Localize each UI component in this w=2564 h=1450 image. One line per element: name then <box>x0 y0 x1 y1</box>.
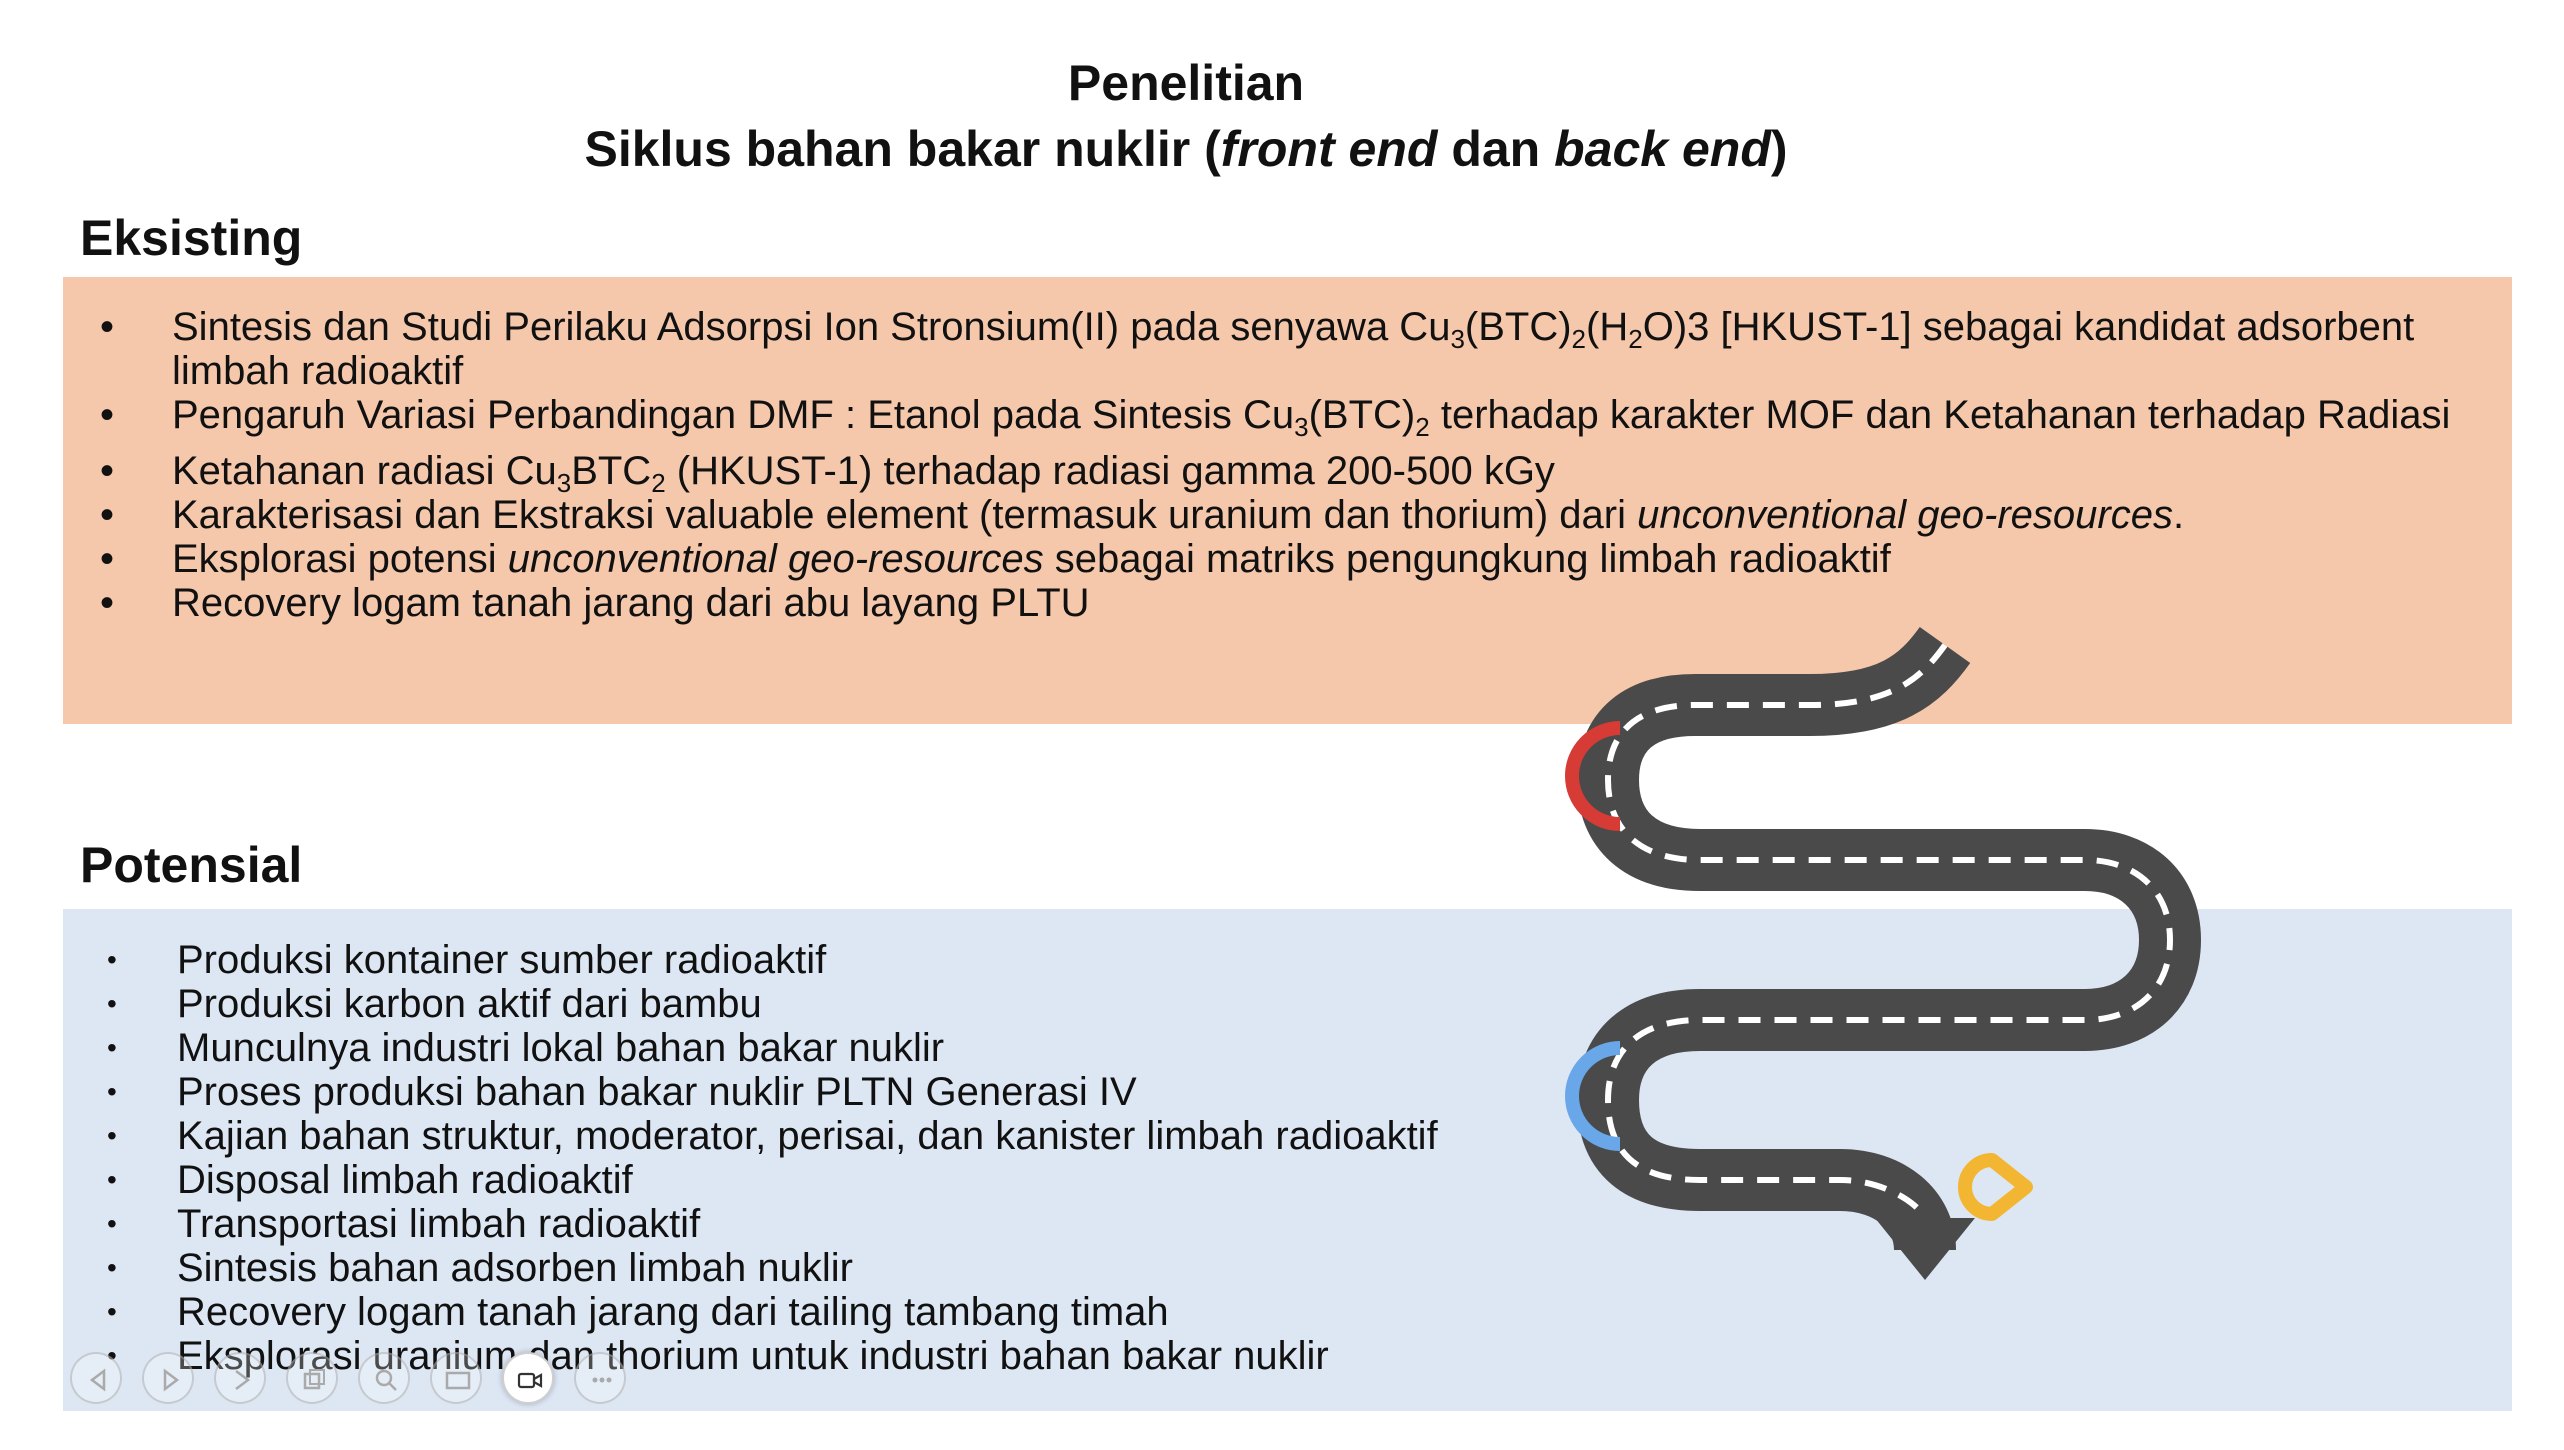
list-item: •Ketahanan radiasi Cu3BTC2 (HKUST-1) ter… <box>100 449 1555 498</box>
bullet-icon: • <box>107 1208 117 1239</box>
zoom-icon <box>375 1369 397 1391</box>
road-body <box>1577 626 2201 1253</box>
previous-button[interactable] <box>70 1352 122 1404</box>
zoom-button[interactable] <box>358 1352 410 1404</box>
list-item: •Proses produksi bahan bakar nuklir PLTN… <box>107 1070 1137 1114</box>
list-item: •Eksplorasi potensi unconventional geo-r… <box>100 537 1891 581</box>
list-item: •Sintesis dan Studi Perilaku Adsorpsi Io… <box>100 305 2415 393</box>
see-all-slides-button[interactable] <box>286 1352 338 1404</box>
slide-title-line2: Siklus bahan bakar nuklir (front end dan… <box>0 124 2372 174</box>
bullet-icon: • <box>100 581 115 625</box>
list-item: •Sintesis bahan adsorben limbah nuklir <box>107 1246 853 1290</box>
camera-button[interactable] <box>502 1352 554 1404</box>
bullet-icon: • <box>100 537 115 581</box>
bullet-icon: • <box>107 1032 117 1063</box>
bullet-icon: • <box>107 1076 117 1107</box>
bullet-icon: • <box>107 944 117 975</box>
subtitles-button[interactable] <box>430 1352 482 1404</box>
bullet-icon: • <box>107 988 117 1019</box>
next-button[interactable] <box>214 1352 266 1404</box>
bullet-icon: • <box>100 305 115 349</box>
bullet-icon: • <box>107 1120 117 1151</box>
subtitles-icon <box>445 1371 471 1390</box>
copy-icon <box>303 1369 325 1390</box>
road-arrow-tip <box>1875 1218 1975 1280</box>
blue-marker-icon <box>1565 1041 1621 1151</box>
camera-icon <box>517 1372 543 1389</box>
section-heading-potential: Potensial <box>80 837 303 893</box>
bullet-icon: • <box>100 449 115 493</box>
list-item: •Produksi kontainer sumber radioaktif <box>107 938 827 982</box>
next-icon <box>235 1370 251 1390</box>
list-item: •Karakterisasi dan Ekstraksi valuable el… <box>100 493 2185 537</box>
red-marker-icon <box>1565 721 1621 831</box>
potential-list: •Produksi kontainer sumber radioaktif •P… <box>105 938 1705 1378</box>
bullet-icon: • <box>107 1340 117 1371</box>
road-center-dashes <box>1604 643 2174 1221</box>
bullet-icon: • <box>107 1252 117 1283</box>
title-text-c: ) <box>1770 121 1788 177</box>
previous-icon <box>89 1368 106 1392</box>
list-item: •Disposal limbah radioaktif <box>107 1158 633 1202</box>
list-item: •Kajian bahan struktur, moderator, peris… <box>107 1114 1438 1158</box>
list-item: •Munculnya industri lokal bahan bakar nu… <box>107 1026 945 1070</box>
list-item: •Recovery logam tanah jarang dari tailin… <box>107 1290 1169 1334</box>
title-text-front-end: front end <box>1220 121 1438 177</box>
list-item: •Recovery logam tanah jarang dari abu la… <box>100 581 1090 625</box>
winding-road-icon <box>1565 626 2201 1280</box>
slide-title-line1: Penelitian <box>1067 55 1305 111</box>
title-text-a: Siklus bahan bakar nuklir ( <box>584 121 1221 177</box>
list-item: •Eksplorasi uranium dan thorium untuk in… <box>107 1334 1329 1378</box>
yellow-marker-icon <box>1958 1153 2033 1221</box>
play-icon <box>163 1368 180 1392</box>
bullet-icon: • <box>107 1164 117 1195</box>
existing-panel <box>63 277 2512 724</box>
title-text-back-end: back end <box>1554 121 1771 177</box>
play-button[interactable] <box>142 1352 194 1404</box>
more-options-button[interactable] <box>574 1352 626 1404</box>
title-text-b: dan <box>1437 121 1555 177</box>
more-icon <box>592 1377 612 1383</box>
section-heading-existing: Eksisting <box>80 210 303 266</box>
list-item: •Produksi karbon aktif dari bambu <box>107 982 762 1026</box>
existing-list: •Sintesis dan Studi Perilaku Adsorpsi Io… <box>100 305 2500 625</box>
bullet-icon: • <box>107 1296 117 1327</box>
list-item: •Transportasi limbah radioaktif <box>107 1202 701 1246</box>
bullet-icon: • <box>100 493 115 537</box>
bullet-icon: • <box>100 393 115 437</box>
list-item: •Pengaruh Variasi Perbandingan DMF : Eta… <box>100 393 2451 442</box>
